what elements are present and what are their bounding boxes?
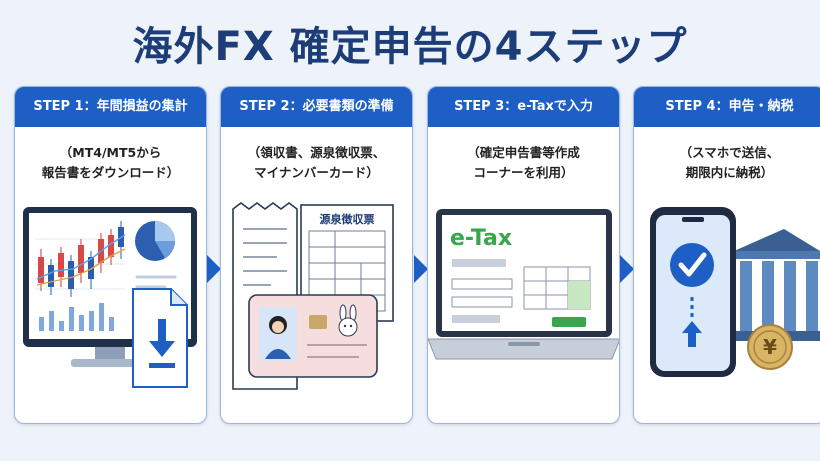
rabbit-mascot-icon: [338, 304, 358, 337]
check-circle-icon: [670, 243, 714, 287]
step-4-description: （スマホで送信、 期限内に納税）: [634, 143, 820, 183]
chevron-right-icon: [207, 255, 221, 283]
arrow-up-icon: [682, 321, 702, 347]
page-title: 海外FX 確定申告の4ステップ: [132, 24, 688, 70]
step-1-desc-line-1: （MT4/MT5から: [59, 145, 162, 160]
submit-button-graphic: [552, 317, 586, 327]
step-3-description: （確定申告書等作成 コーナーを利用）: [428, 143, 619, 183]
smartphone-icon: [650, 207, 736, 377]
step-2-desc-line-2: マイナンバーカード）: [254, 165, 379, 180]
id-card-icon: [248, 294, 378, 378]
step-4-desc-line-1: （スマホで送信、: [679, 145, 780, 160]
step-3-desc-line-1: （確定申告書等作成: [467, 145, 580, 160]
download-document-icon: [132, 288, 188, 388]
step-card-4: STEP 4：申告・納税 （スマホで送信、 期限内に納税）: [633, 86, 820, 424]
step-2-desc-line-1: （領収書、源泉徴収票、: [247, 145, 386, 160]
smartphone-tax-illustration: ¥: [650, 207, 820, 377]
volume-bars: [39, 303, 114, 331]
yen-coin-icon: ¥: [747, 324, 793, 370]
chevron-right-icon: [414, 255, 428, 283]
documents-illustration: ¥ 源泉徴収票: [232, 202, 394, 390]
input-form: [451, 259, 591, 327]
step-2-heading: STEP 2：必要書類の準備: [221, 87, 412, 127]
bank-icon: [732, 229, 820, 341]
step-card-2: STEP 2：必要書類の準備 （領収書、源泉徴収票、 マイナンバーカード） ¥ …: [220, 86, 413, 424]
laptop-illustration: e-Tax: [428, 209, 619, 360]
step-card-3: STEP 3：e-Taxで入力 （確定申告書等作成 コーナーを利用） e-Tax: [427, 86, 620, 424]
slip-title: 源泉徴収票: [320, 212, 375, 226]
step-3-heading: STEP 3：e-Taxで入力: [428, 87, 619, 127]
step-card-1: STEP 1：年間損益の集計 （MT4/MT5から 報告書をダウンロード）: [14, 86, 207, 424]
yen-coin-symbol: ¥: [763, 335, 777, 359]
chevron-right-icon: [620, 255, 634, 283]
step-3-desc-line-2: コーナーを利用）: [473, 165, 574, 180]
candlestick-chart: [36, 221, 126, 297]
step-1-desc-line-2: 報告書をダウンロード）: [41, 165, 180, 180]
step-4-desc-line-2: 期限内に納税）: [685, 165, 774, 180]
step-1-description: （MT4/MT5から 報告書をダウンロード）: [15, 143, 206, 183]
step-4-heading: STEP 4：申告・納税: [634, 87, 820, 127]
step-2-description: （領収書、源泉徴収票、 マイナンバーカード）: [221, 143, 412, 183]
etax-logo: e-Tax: [450, 226, 512, 251]
pie-chart-icon: [135, 221, 175, 261]
monitor-chart-illustration: [23, 207, 197, 388]
step-1-heading: STEP 1：年間損益の集計: [15, 87, 206, 127]
